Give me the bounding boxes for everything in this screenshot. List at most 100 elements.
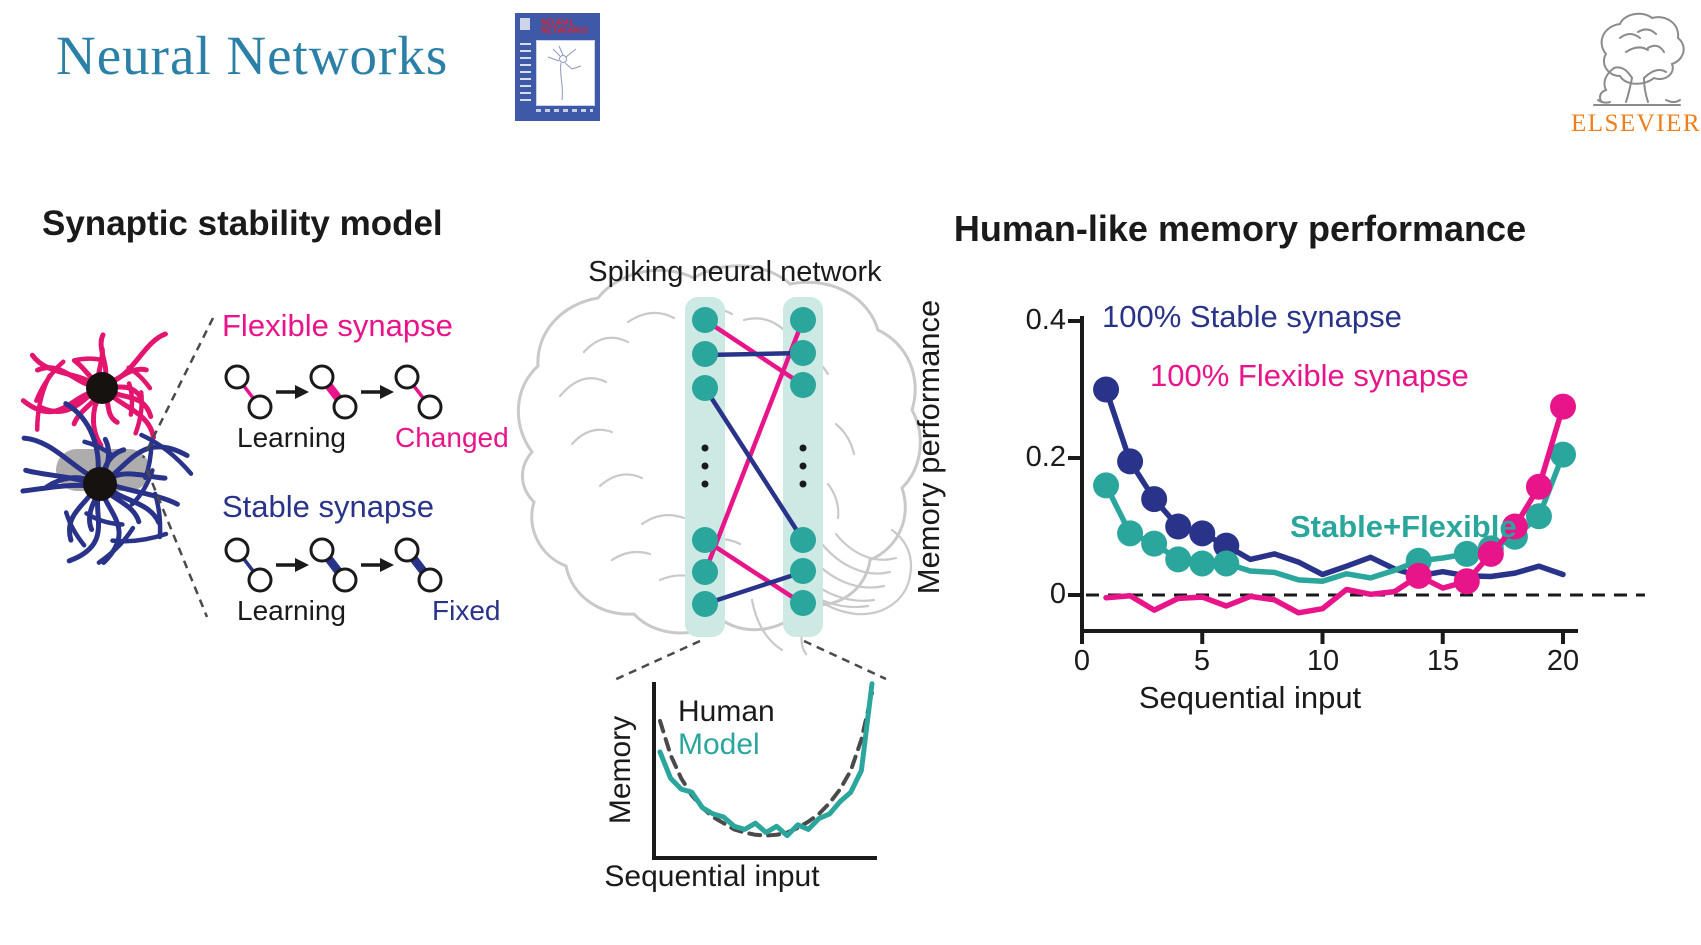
dendrite-branch	[152, 491, 163, 540]
dendrite-branch	[139, 432, 194, 476]
spiking-network	[692, 307, 816, 617]
main-series-marker	[1189, 550, 1216, 577]
main-series-marker	[1525, 473, 1552, 500]
ellipsis-dot	[701, 480, 709, 488]
main-chart-axes	[1068, 316, 1578, 644]
dendrite-branch	[96, 525, 136, 565]
dendrite	[105, 444, 190, 482]
network-connection-flexible	[702, 319, 806, 573]
inset-y-axis-label: Memory	[604, 715, 637, 825]
legend-stable-flexible: Stable+Flexible	[1290, 509, 1517, 544]
main-series-marker	[1141, 486, 1168, 513]
cover-footer-text	[536, 109, 593, 112]
main-series-marker	[1117, 448, 1144, 475]
ellipsis-dot	[701, 462, 709, 470]
dendrite-branch	[129, 468, 155, 507]
dendrite-branch	[133, 390, 144, 436]
cover-neuron-sketch	[547, 45, 582, 101]
left-panel-title: Synaptic stability model	[42, 204, 443, 243]
neuron-pair-illustration	[20, 331, 194, 565]
main-series-marker	[1213, 532, 1240, 559]
inset-plot-curves	[657, 681, 875, 839]
main-x-axis-label: Sequential input	[1138, 680, 1362, 715]
main-series-marker	[1189, 520, 1216, 547]
elsevier-name: ELSEVIER	[1570, 110, 1701, 137]
neuron-node	[790, 590, 816, 616]
flexible-changed-label: Changed	[395, 422, 509, 453]
x-tick-label: 20	[1546, 645, 1580, 677]
neuron-node	[692, 591, 718, 617]
brain-outline-art	[516, 264, 922, 656]
elsevier-logo: ELSEVIER	[1568, 8, 1701, 138]
dendrite-branch	[34, 373, 52, 432]
main-series-marker	[1093, 472, 1120, 499]
neuron-node	[692, 341, 718, 367]
dendrite-branch	[71, 356, 107, 363]
flexible-synapse-heading: Flexible synapse	[222, 308, 453, 343]
dendrite-branch	[63, 510, 87, 548]
stable-learning-label: Learning	[237, 595, 346, 626]
y-tick-label: 0.2	[1025, 441, 1066, 473]
main-series-marker	[1550, 441, 1576, 468]
journal-wordmark: Neural Networks	[56, 25, 449, 86]
inset-x-axis-label: Sequential input	[604, 860, 820, 893]
network-connection-flexible	[703, 538, 805, 606]
main-series-marker	[1165, 546, 1192, 573]
stable-synapse-heading: Stable synapse	[222, 489, 434, 524]
main-series-marker	[1453, 568, 1480, 595]
y-tick-label: 0	[1049, 578, 1066, 610]
main-series-marker	[1117, 520, 1144, 547]
cover-figure-panel	[536, 40, 595, 106]
synapse-pointer-lines	[141, 317, 215, 618]
flexible-learning-label: Learning	[237, 422, 346, 453]
main-series-marker	[1141, 530, 1168, 557]
neuron-node	[692, 375, 718, 401]
cover-title-line2: NETWORKS	[541, 26, 588, 35]
neuron-node	[692, 307, 718, 333]
main-chart-series	[1086, 376, 1645, 616]
ellipsis-dot	[799, 444, 807, 452]
legend-stable-synapse: 100% Stable synapse	[1102, 299, 1402, 334]
y-tick-label: 0.4	[1025, 304, 1066, 336]
main-series-marker	[1213, 550, 1240, 577]
cover-side-text	[520, 43, 531, 105]
network-connection-stable	[704, 569, 804, 607]
neuron-node	[790, 340, 816, 366]
network-connection-stable	[704, 350, 804, 358]
flexible-synapse-diagram	[224, 364, 443, 420]
zoom-indicator-lines	[611, 639, 887, 683]
dendrite-branch	[84, 511, 125, 527]
cover-title-line1: NEURAL	[541, 18, 575, 27]
main-series-marker	[1093, 376, 1120, 403]
main-series-marker	[1501, 513, 1528, 540]
stable-fixed-label: Fixed	[432, 595, 501, 626]
right-panel-title: Human-like memory performance	[953, 208, 1527, 249]
dendrite-branch	[82, 439, 114, 457]
x-tick-label: 10	[1306, 645, 1340, 677]
legend-flexible-synapse: 100% Flexible synapse	[1150, 358, 1469, 393]
inset-curve-model	[657, 681, 875, 839]
elsevier-tree-icon	[1593, 12, 1685, 106]
network-connection-stable	[703, 386, 805, 542]
inset-legend-model: Model	[678, 728, 760, 761]
neuron-node	[790, 527, 816, 553]
neuron-node	[790, 307, 816, 333]
inset-legend-human: Human	[678, 695, 775, 728]
ellipsis-dot	[799, 480, 807, 488]
middle-panel-title: Spiking neural network	[588, 256, 882, 288]
main-series-marker	[1405, 562, 1432, 589]
dendrite-branch	[110, 531, 169, 544]
x-tick-label: 0	[1073, 645, 1091, 677]
stable-synapse-diagram	[224, 537, 443, 593]
neuron-node	[790, 558, 816, 584]
dendrite	[21, 435, 96, 481]
pink-neuron-soma	[86, 372, 118, 404]
main-y-axis-label: Memory performance	[911, 299, 946, 595]
inset-plot-axes	[652, 682, 877, 860]
ellipsis-dot	[799, 462, 807, 470]
x-tick-label: 5	[1193, 645, 1211, 677]
main-series-marker	[1550, 393, 1576, 420]
x-tick-label: 15	[1426, 645, 1460, 677]
main-series-marker	[1453, 540, 1480, 567]
